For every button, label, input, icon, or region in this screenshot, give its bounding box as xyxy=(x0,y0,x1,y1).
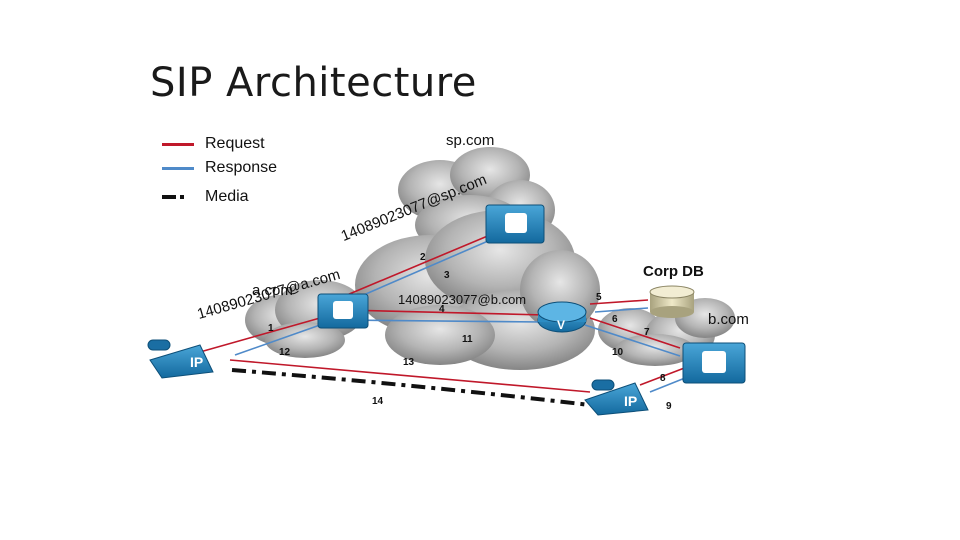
a-domain-label: a.com xyxy=(252,282,293,299)
b-proxy xyxy=(682,342,746,384)
media-path xyxy=(231,368,591,407)
step-4: 4 xyxy=(439,304,445,315)
corp-db-cylinder xyxy=(649,285,695,318)
sp-domain-label: sp.com xyxy=(446,132,495,149)
sp-proxy xyxy=(485,204,545,244)
legend-response-swatch xyxy=(162,167,194,170)
legend-media-label: Media xyxy=(205,188,249,205)
step-5: 5 xyxy=(596,292,602,303)
step-1: 1 xyxy=(268,323,274,334)
legend-response-label: Response xyxy=(205,159,278,176)
a-proxy xyxy=(317,293,369,329)
step-14: 14 xyxy=(372,396,384,407)
step-2: 2 xyxy=(420,252,426,263)
legend-media-swatch xyxy=(162,195,188,199)
step-9: 9 xyxy=(666,401,672,412)
step-13: 13 xyxy=(403,357,415,368)
b-domain-label: b.com xyxy=(708,311,749,328)
router xyxy=(537,301,587,333)
legend-request-label: Request xyxy=(205,135,265,152)
phone-right xyxy=(584,379,649,416)
corp-db-label: Corp DB xyxy=(643,263,704,280)
step-8: 8 xyxy=(660,373,666,384)
step-10: 10 xyxy=(612,347,624,358)
page-title: SIP Architecture xyxy=(150,60,477,106)
step-6: 6 xyxy=(612,314,618,325)
uri-b-label: 14089023077@b.com xyxy=(398,292,527,307)
signaling-lines xyxy=(199,234,711,393)
legend-request-swatch xyxy=(162,143,194,146)
step-11: 11 xyxy=(462,334,473,345)
router-label: V xyxy=(557,318,566,332)
phone-left-ip-label: IP xyxy=(190,354,204,370)
step-3: 3 xyxy=(444,270,450,281)
core-cloud xyxy=(355,210,600,370)
phone-right-ip-label: IP xyxy=(624,393,638,409)
step-7: 7 xyxy=(644,327,650,338)
phone-left xyxy=(147,339,214,379)
step-12: 12 xyxy=(279,347,291,358)
